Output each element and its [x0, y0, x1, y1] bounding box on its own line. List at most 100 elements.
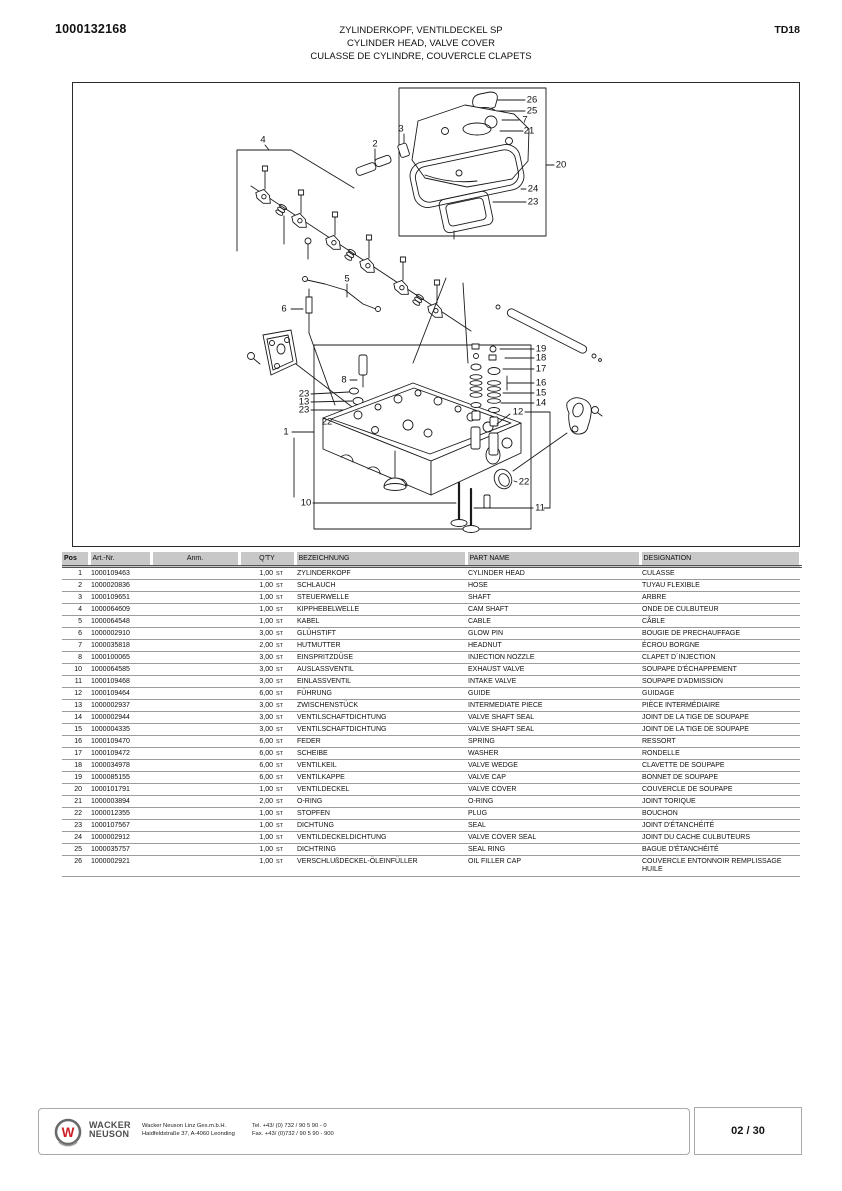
cell-pos: 12 [62, 687, 89, 700]
cell-pos: 16 [62, 735, 89, 748]
cell-part-name: VALVE WEDGE [466, 759, 640, 772]
cell-art-nr: 1000064585 [89, 663, 151, 676]
cell-bezeichnung: ZYLINDERKOPF [295, 566, 466, 580]
company-phone: Tel. +43/ (0) 732 / 90 5 90 - 0 Fax. +43… [252, 1123, 334, 1137]
cell-designation: RESSORT [640, 735, 800, 748]
cell-bezeichnung: ZWISCHENSTÜCK [295, 699, 466, 712]
diagram-callout: 22 [518, 476, 530, 488]
cell-bezeichnung: VENTILDECKELDICHTUNG [295, 831, 466, 844]
cell-anm [151, 807, 239, 820]
cell-pos: 5 [62, 615, 89, 628]
cell-art-nr: 1000035818 [89, 639, 151, 652]
valve-cover-20 [411, 104, 530, 188]
diagram-callout: 14 [535, 397, 547, 409]
cell-art-nr: 1000035757 [89, 843, 151, 856]
cell-art-nr: 1000002912 [89, 831, 151, 844]
cell-anm [151, 831, 239, 844]
title-french: CULASSE DE CYLINDRE, COUVERCLE CLAPETS [310, 51, 532, 62]
cell-pos: 19 [62, 771, 89, 784]
cell-part-name: SPRING [466, 735, 640, 748]
cell-part-name: WASHER [466, 747, 640, 760]
side-plate [247, 329, 374, 424]
document-number: 1000132168 [55, 22, 127, 36]
table-header-row: Pos Art.-Nr. Anm. Q'TY BEZEICHNUNG PART … [62, 552, 802, 568]
cell-part-name: INTERMEDIATE PIECE [466, 699, 640, 712]
cell-art-nr: 1000002937 [89, 699, 151, 712]
cell-art-nr: 1000109472 [89, 747, 151, 760]
col-header-designation: DESIGNATION [640, 552, 802, 568]
cell-anm [151, 566, 239, 580]
col-header-bezeichnung: BEZEICHNUNG [295, 552, 468, 568]
cell-anm [151, 771, 239, 784]
cell-pos: 22 [62, 807, 89, 820]
diagram-callout: 7 [522, 114, 528, 126]
cell-designation: ARBRE [640, 591, 800, 604]
cell-anm [151, 639, 239, 652]
cell-designation: ÉCROU BORGNE [640, 639, 800, 652]
cell-anm [151, 843, 239, 856]
cell-designation: ONDE DE CULBUTEUR [640, 603, 800, 616]
cell-part-name: INJECTION NOZZLE [466, 651, 640, 664]
diagram-callout: 1 [283, 426, 289, 438]
diagram-callout: 12 [512, 406, 524, 418]
cell-anm [151, 579, 239, 592]
cell-art-nr: 1000004335 [89, 723, 151, 736]
cylinder-head-subassembly-box [313, 344, 532, 530]
col-header-pos: Pos [62, 552, 91, 568]
cell-bezeichnung: AUSLASSVENTIL [295, 663, 466, 676]
cell-bezeichnung: DICHTRING [295, 843, 466, 856]
diagram-callout: 22 [321, 416, 333, 428]
cell-art-nr: 1000109463 [89, 566, 151, 580]
cell-designation: JOINT DE LA TIGE DE SOUPAPE [640, 711, 800, 724]
cell-art-nr: 1000109651 [89, 591, 151, 604]
cell-anm [151, 591, 239, 604]
cell-part-name: INTAKE VALVE [466, 675, 640, 688]
model-code: TD18 [774, 24, 800, 36]
cell-pos: 4 [62, 603, 89, 616]
cell-art-nr: 1000012355 [89, 807, 151, 820]
cell-part-name: SHAFT [466, 591, 640, 604]
cell-anm [151, 687, 239, 700]
diagram-callout: 5 [344, 273, 350, 285]
cell-pos: 14 [62, 711, 89, 724]
cell-designation: JOINT DU CACHE CULBUTEURS [640, 831, 800, 844]
cell-anm [151, 759, 239, 772]
valve-cover-subassembly-box [398, 87, 547, 237]
diagram-callout: 13 [298, 396, 310, 408]
cell-art-nr: 1000101791 [89, 783, 151, 796]
injector-8 [349, 354, 368, 388]
cell-anm [151, 615, 239, 628]
cell-part-name: VALVE SHAFT SEAL [466, 711, 640, 724]
cell-anm [151, 783, 239, 796]
cell-part-name: GUIDE [466, 687, 640, 700]
diagram-callout: 26 [526, 94, 538, 106]
diagram-callout: 19 [535, 343, 547, 355]
diagram-callout: 21 [523, 125, 535, 137]
cell-part-name: HEADNUT [466, 639, 640, 652]
dome-plug [383, 450, 407, 491]
col-header-anm: Anm. [151, 552, 241, 568]
cell-art-nr: 1000107567 [89, 819, 151, 832]
wacker-neuson-logo-icon: W [53, 1117, 83, 1152]
cell-art-nr: 1000109470 [89, 735, 151, 748]
